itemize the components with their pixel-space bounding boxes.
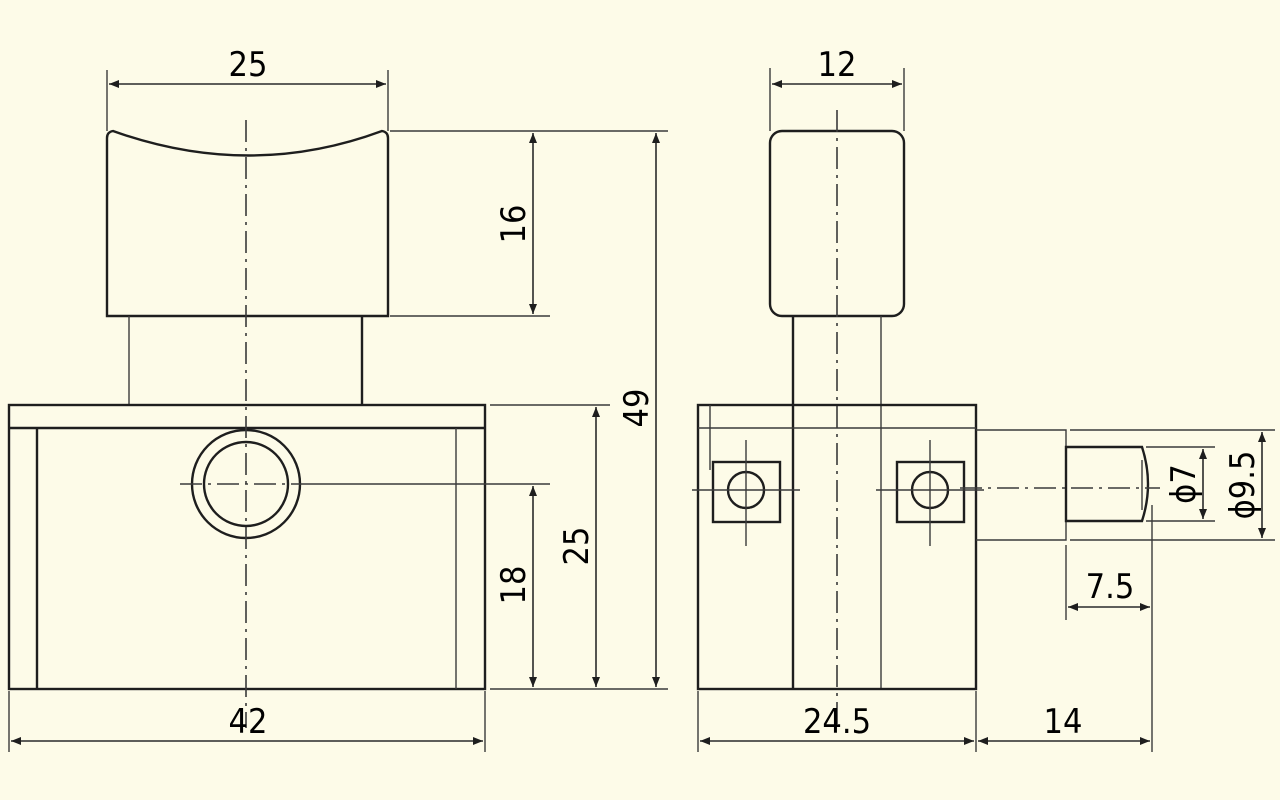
dim-label-side-inner-diameter: ϕ7 [1164, 464, 1204, 504]
dim-label-side-body-depth: 24.5 [803, 702, 871, 742]
side-view: 12 ϕ7 ϕ9.5 7.5 24.5 14 [692, 45, 1275, 752]
dim-label-side-outer-diameter: ϕ9.5 [1223, 451, 1263, 520]
dim-label-side-shaft-length: 14 [1044, 702, 1083, 742]
dim-label-front-knob-height: 16 [494, 205, 534, 244]
side-shaft-tip [1064, 445, 1150, 523]
front-body-outline [7, 403, 487, 691]
dim-label-side-shaft-tip: 7.5 [1086, 567, 1135, 607]
front-view: 25 16 49 25 18 42 [7, 45, 668, 752]
dim-label-side-knob-width: 12 [818, 45, 857, 85]
dim-label-front-body-width: 42 [229, 702, 268, 742]
dim-label-front-hole-height: 18 [494, 566, 534, 605]
front-hole-inner [202, 440, 290, 528]
dim-label-front-body-height: 25 [557, 527, 597, 566]
dim-label-front-overall-height: 49 [617, 389, 657, 428]
side-body-outline [696, 403, 978, 691]
front-knob-outline [105, 129, 390, 318]
side-shaft-outline [976, 429, 1067, 541]
dim-label-front-knob-width: 25 [229, 45, 268, 85]
